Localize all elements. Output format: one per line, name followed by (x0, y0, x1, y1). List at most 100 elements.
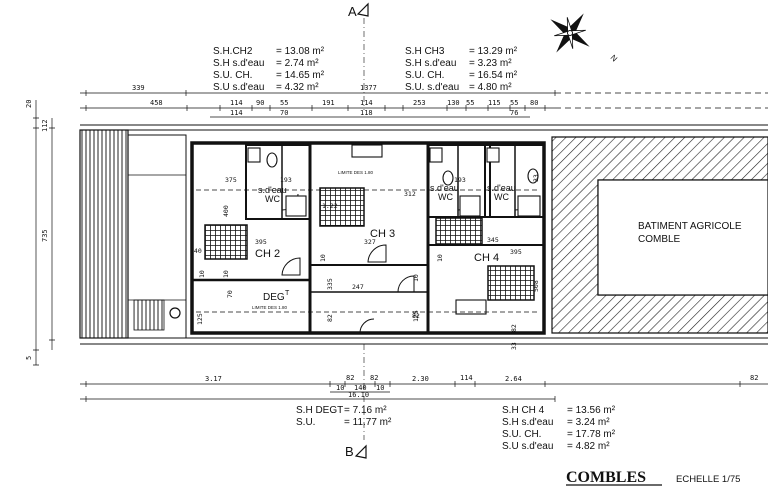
area-table-ch4: S.H CH 4 S.H s.d'eau S.U. CH. S.U s.d'ea… (502, 405, 616, 452)
area-label: S.U. (296, 417, 315, 428)
skylight (487, 265, 535, 301)
area-value: = 4.80 m² (469, 82, 512, 93)
room-label-degt: DEG (263, 292, 285, 303)
area-label: S.U. CH. (405, 70, 444, 81)
section-marker-a-label: A (348, 4, 357, 19)
barn-sublabel: COMBLE (638, 234, 681, 245)
area-value: = 4.82 m² (567, 441, 610, 452)
shower-icon (285, 195, 307, 217)
dim-label: 312 (404, 190, 416, 198)
area-label: S.U s.d'eau (502, 441, 553, 452)
drawing-title: COMBLES (566, 469, 646, 486)
area-label: S.H s.d'eau (213, 58, 264, 69)
dim-label: 395 (255, 238, 267, 246)
dim-label: 2.30 (412, 375, 429, 383)
area-label: S.U s.d'eau (213, 82, 264, 93)
dim-label: 508 (532, 280, 540, 292)
bottom-dimension-lines (80, 381, 768, 402)
dim-label: 55 (280, 99, 288, 107)
dim-label: 10 (376, 384, 384, 392)
area-label: S.H.CH2 (213, 46, 253, 57)
skylights (204, 187, 535, 301)
dim-label: 345 (487, 236, 499, 244)
room-label-ch3: CH 3 (370, 228, 395, 240)
dim-label: 339 (132, 84, 145, 92)
dim-label: 80 (530, 99, 538, 107)
area-table-ch3: S.H CH3 S.H s.d'eau S.U. CH. S.U. s.d'ea… (405, 46, 518, 93)
area-value: = 3.24 m² (567, 417, 610, 428)
limit-note: LIMITE DES 1.80 (252, 305, 288, 310)
area-label: S.H CH 4 (502, 405, 545, 416)
area-value: = 13.29 m² (469, 46, 518, 57)
dim-label: 76 (510, 109, 518, 117)
drawing-scale: ECHELLE 1/75 (676, 474, 740, 485)
washbasin-icon (429, 147, 443, 163)
dim-label: 193 (454, 176, 466, 184)
dim-label: 112 (41, 119, 49, 132)
dim-label: 327 (364, 238, 376, 246)
dim-label: 1377 (360, 84, 377, 92)
toilet-icon (527, 168, 539, 184)
section-marker-b-label: B (345, 444, 354, 459)
dim-label: 10 (412, 274, 420, 282)
dim-label: 5 (25, 356, 33, 360)
room-label-sdeau: s.d'eau (487, 183, 516, 193)
dim-label: 20 (25, 100, 33, 108)
section-marker-a: A (348, 2, 369, 110)
dim-label: 114 (230, 109, 243, 117)
dim-total: 16.10 (348, 391, 369, 399)
room-label-ch4: CH 4 (474, 252, 499, 264)
dim-label: 10 (222, 270, 230, 278)
dim-label: 10 (198, 270, 206, 278)
area-table-degt: S.H DEGT S.U. = 7.16 m² = 11.77 m² (296, 405, 392, 428)
dim-label: 10 (436, 254, 444, 262)
area-label: S.U. CH. (213, 70, 252, 81)
chimney-icon (169, 307, 181, 319)
shower-icon (459, 195, 481, 217)
area-value: = 11.77 m² (344, 417, 392, 428)
cupboard (455, 299, 487, 315)
area-label: S.H DEGT (296, 405, 343, 416)
interior-dimensions: 375 193 400 395 10 10 140 70 125 327 1.2… (190, 174, 540, 350)
dim-label: 82 (326, 314, 334, 322)
dim-label: 82 (346, 374, 354, 382)
room-labels: CH 2 CH 3 CH 4 DEG T s.d'eau WC s.d'eau … (252, 170, 516, 310)
dim-label: 82 (412, 312, 420, 320)
dim-label: 458 (150, 99, 163, 107)
area-value: = 16.54 m² (469, 70, 518, 81)
room-label-sdeau: s.d'eau (258, 185, 287, 195)
area-label: S.H s.d'eau (502, 417, 553, 428)
dim-label: 82 (370, 374, 378, 382)
dim-label: 3.17 (205, 375, 222, 383)
area-table-ch2: S.H.CH2 S.H s.d'eau S.U. CH. S.U s.d'eau… (213, 46, 325, 93)
dim-label: 193 (280, 176, 292, 184)
building-outline (79, 124, 768, 345)
dim-label: 140 (354, 384, 367, 392)
dim-label: 70 (226, 290, 234, 298)
dim-label: 335 (326, 278, 334, 290)
north-arrow-icon: N (550, 13, 619, 64)
dim-label: 10 (319, 254, 327, 262)
toilet-icon (442, 170, 454, 186)
area-value: = 17.78 m² (567, 429, 616, 440)
skylight (319, 187, 365, 227)
dim-label: 247 (352, 283, 364, 291)
dim-label: 118 (360, 109, 373, 117)
room-label-wc: WC (438, 192, 453, 202)
area-value: = 7.16 m² (344, 405, 387, 416)
cupboard (351, 144, 383, 158)
bottom-dimension-labels: 3.17 82 82 2.30 114 2.64 82 10 140 10 16… (205, 374, 758, 399)
washbasin-icon (247, 147, 261, 163)
dim-label: 125 (412, 310, 420, 322)
top-dimension-labels: 339 1377 458 114 90 55 191 114 253 130 5… (132, 84, 538, 117)
area-value: = 4.32 m² (276, 82, 319, 93)
room-label-sdeau: s.d'eau (430, 183, 459, 193)
attic-rooms (190, 141, 546, 335)
dim-label: 82 (510, 324, 518, 332)
area-label: S.H CH3 (405, 46, 445, 57)
area-value: = 2.74 m² (276, 58, 319, 69)
dim-label: 400 (222, 205, 230, 217)
stair (133, 299, 165, 331)
dim-label: 10 (336, 384, 344, 392)
